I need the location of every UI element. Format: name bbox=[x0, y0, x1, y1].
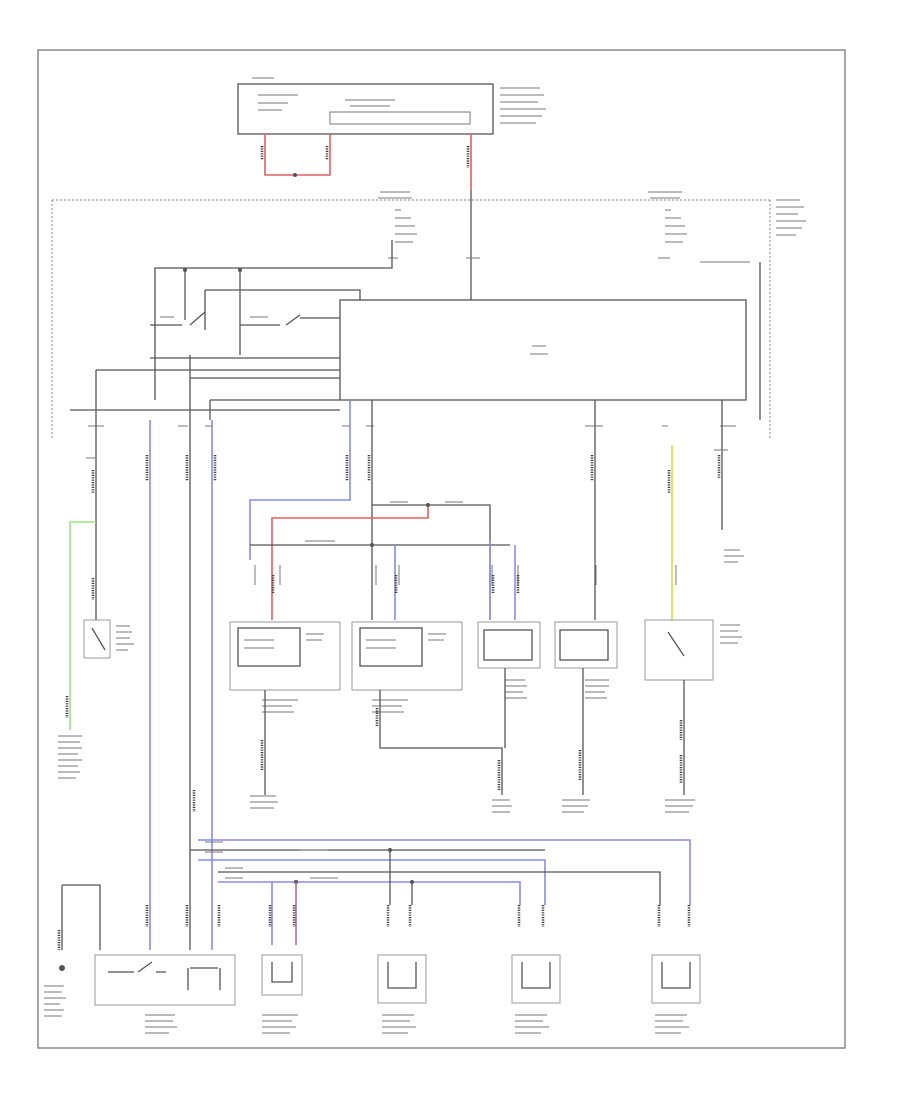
switch-network bbox=[70, 268, 361, 420]
main-door-lock-switch bbox=[44, 884, 236, 1034]
fuse-relay-box bbox=[237, 77, 546, 135]
diagram-frame bbox=[37, 49, 846, 1049]
door-lock-motors bbox=[261, 954, 701, 1034]
control-module bbox=[339, 299, 747, 401]
left-sensor-branch bbox=[58, 420, 134, 779]
left-blue-wires bbox=[145, 420, 221, 950]
door-lock-actuators bbox=[229, 619, 742, 813]
module-output-wires bbox=[249, 400, 744, 620]
bottom-bus bbox=[190, 839, 691, 945]
shielded-section bbox=[51, 191, 806, 440]
top-red-wires bbox=[260, 134, 472, 190]
